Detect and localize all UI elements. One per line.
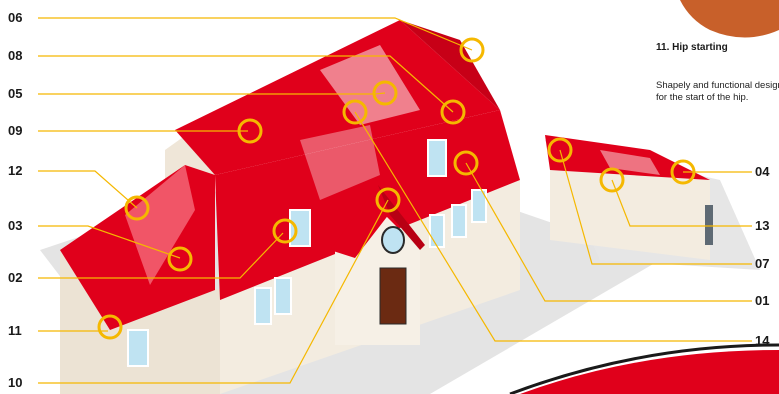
label-14: 14 bbox=[755, 334, 769, 347]
label-11: 11 bbox=[8, 324, 22, 337]
label-08: 08 bbox=[8, 49, 22, 62]
round-window bbox=[382, 227, 404, 253]
label-03: 03 bbox=[8, 219, 22, 232]
label-05: 05 bbox=[8, 87, 22, 100]
label-07: 07 bbox=[755, 257, 769, 270]
label-01: 01 bbox=[755, 294, 769, 307]
info-title: 11. Hip starting bbox=[656, 42, 728, 53]
product-image bbox=[680, 0, 779, 38]
info-body: Shapely and functional design for the st… bbox=[656, 80, 779, 104]
label-13: 13 bbox=[755, 219, 769, 232]
label-09: 09 bbox=[8, 124, 22, 137]
label-06: 06 bbox=[8, 11, 22, 24]
label-02: 02 bbox=[8, 271, 22, 284]
label-04: 04 bbox=[755, 165, 769, 178]
label-10: 10 bbox=[8, 376, 22, 389]
label-12: 12 bbox=[8, 164, 22, 177]
garage-door bbox=[705, 205, 713, 245]
door bbox=[380, 268, 406, 324]
